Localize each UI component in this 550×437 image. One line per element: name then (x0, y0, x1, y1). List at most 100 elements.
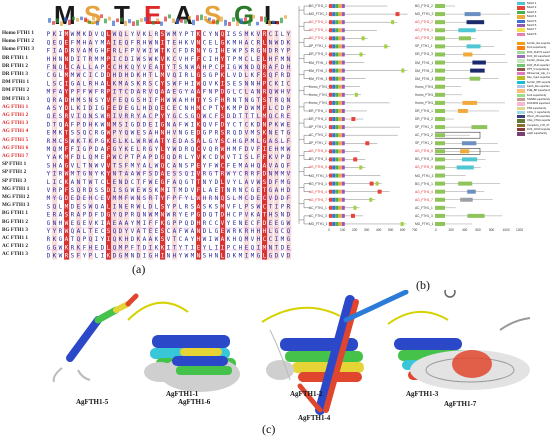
svg-text:Q: Q (281, 162, 285, 169)
sequence-name: DR FTH1 1 (2, 54, 28, 61)
svg-text:C: C (71, 64, 75, 71)
svg-text:Y: Y (215, 138, 219, 145)
svg-text:K: K (107, 138, 111, 145)
svg-text:T: T (137, 244, 141, 251)
legend-swatch (517, 19, 525, 23)
svg-text:W: W (137, 203, 141, 210)
svg-text:H: H (269, 212, 273, 219)
svg-text:P: P (155, 113, 159, 120)
sequence-name: AC FTH1 3 (2, 251, 28, 258)
axis-tick: 500 (388, 228, 394, 232)
svg-text:L: L (83, 228, 87, 235)
svg-text:T: T (215, 212, 219, 219)
svg-text:C: C (173, 56, 177, 63)
svg-text:M: M (281, 146, 285, 153)
svg-text:N: N (59, 56, 63, 63)
svg-text:M: M (281, 56, 285, 63)
svg-text:L: L (119, 138, 123, 145)
svg-text:L: L (107, 80, 111, 87)
legend-swatch (517, 123, 525, 128)
svg-text:I: I (161, 253, 165, 260)
legend-domain-label: Ferritin_like superfamily (527, 42, 550, 45)
svg-text:M: M (281, 179, 285, 186)
svg-text:Y: Y (209, 179, 213, 186)
svg-text:A: A (149, 130, 153, 137)
svg-text:C: C (101, 228, 105, 235)
svg-text:M: M (53, 138, 57, 145)
svg-text:D: D (77, 154, 81, 161)
svg-text:S: S (215, 203, 219, 210)
svg-text:C: C (179, 105, 183, 112)
svg-text:M: M (119, 244, 123, 251)
svg-text:W: W (59, 253, 63, 260)
legend-motif-label: Motif 5 (527, 18, 537, 23)
svg-text:N: N (107, 121, 111, 128)
svg-text:H: H (53, 162, 57, 169)
svg-text:G: G (197, 72, 201, 79)
svg-text:F: F (263, 154, 267, 161)
svg-text:S: S (137, 97, 141, 104)
svg-text:H: H (71, 97, 75, 104)
svg-text:D: D (185, 187, 189, 194)
svg-text:L: L (119, 48, 123, 55)
svg-text:H: H (269, 56, 273, 63)
legend-domain-label: PDZ superfamily (527, 106, 547, 110)
svg-text:Q: Q (287, 228, 291, 235)
svg-text:A: A (77, 80, 81, 87)
svg-text:S: S (161, 228, 165, 235)
tree-label: SP_FTH1_2 (415, 141, 433, 146)
svg-text:T: T (173, 236, 177, 243)
svg-text:Y: Y (167, 113, 171, 120)
svg-text:Q: Q (221, 31, 225, 38)
svg-text:H: H (179, 39, 183, 46)
svg-text:W: W (59, 244, 63, 251)
svg-text:L: L (47, 80, 51, 87)
svg-text:P: P (137, 154, 141, 161)
svg-text:M: M (161, 72, 165, 79)
tree-label: AG_FTH1_4 (415, 189, 433, 194)
svg-text:K: K (137, 236, 141, 243)
svg-text:S: S (119, 121, 123, 128)
axis-tick: 1200 (516, 228, 524, 232)
svg-text:I: I (95, 236, 99, 243)
svg-text:V: V (101, 162, 105, 169)
svg-text:P: P (83, 212, 87, 219)
legend-swatch (517, 2, 525, 6)
svg-text:H: H (233, 236, 237, 243)
svg-text:W: W (71, 31, 75, 38)
svg-text:A: A (197, 89, 201, 96)
svg-text:V: V (227, 154, 231, 161)
svg-text:D: D (251, 64, 255, 71)
svg-text:T: T (251, 113, 255, 120)
svg-text:T: T (149, 72, 153, 79)
svg-text:G: G (251, 97, 255, 104)
svg-text:C: C (263, 203, 267, 210)
svg-text:V: V (191, 187, 195, 194)
svg-text:D: D (287, 212, 291, 219)
svg-text:R: R (233, 228, 237, 235)
svg-text:C: C (269, 31, 273, 38)
svg-text:L: L (281, 138, 285, 145)
svg-text:M: M (197, 105, 201, 112)
svg-text:S: S (83, 97, 87, 104)
svg-text:R: R (137, 39, 141, 46)
svg-text:H: H (167, 130, 171, 137)
svg-text:W: W (89, 203, 93, 210)
svg-text:M: M (101, 56, 105, 63)
svg-text:F: F (149, 220, 153, 227)
svg-text:M: M (47, 195, 51, 202)
svg-text:G: G (251, 187, 255, 194)
svg-text:D: D (71, 203, 75, 210)
svg-text:M: M (59, 146, 63, 153)
svg-text:G: G (59, 195, 63, 202)
svg-text:R: R (131, 212, 135, 219)
svg-text:N: N (65, 56, 69, 63)
tree-label: AC_FTH1_3 (415, 213, 433, 218)
svg-text:V: V (77, 48, 81, 55)
svg-text:D: D (149, 203, 153, 210)
svg-text:G: G (275, 228, 279, 235)
tree-label: DR_FTH1_1 (415, 108, 433, 113)
legend-swatch (517, 119, 525, 123)
svg-text:T: T (269, 203, 273, 210)
svg-text:C: C (119, 56, 123, 63)
